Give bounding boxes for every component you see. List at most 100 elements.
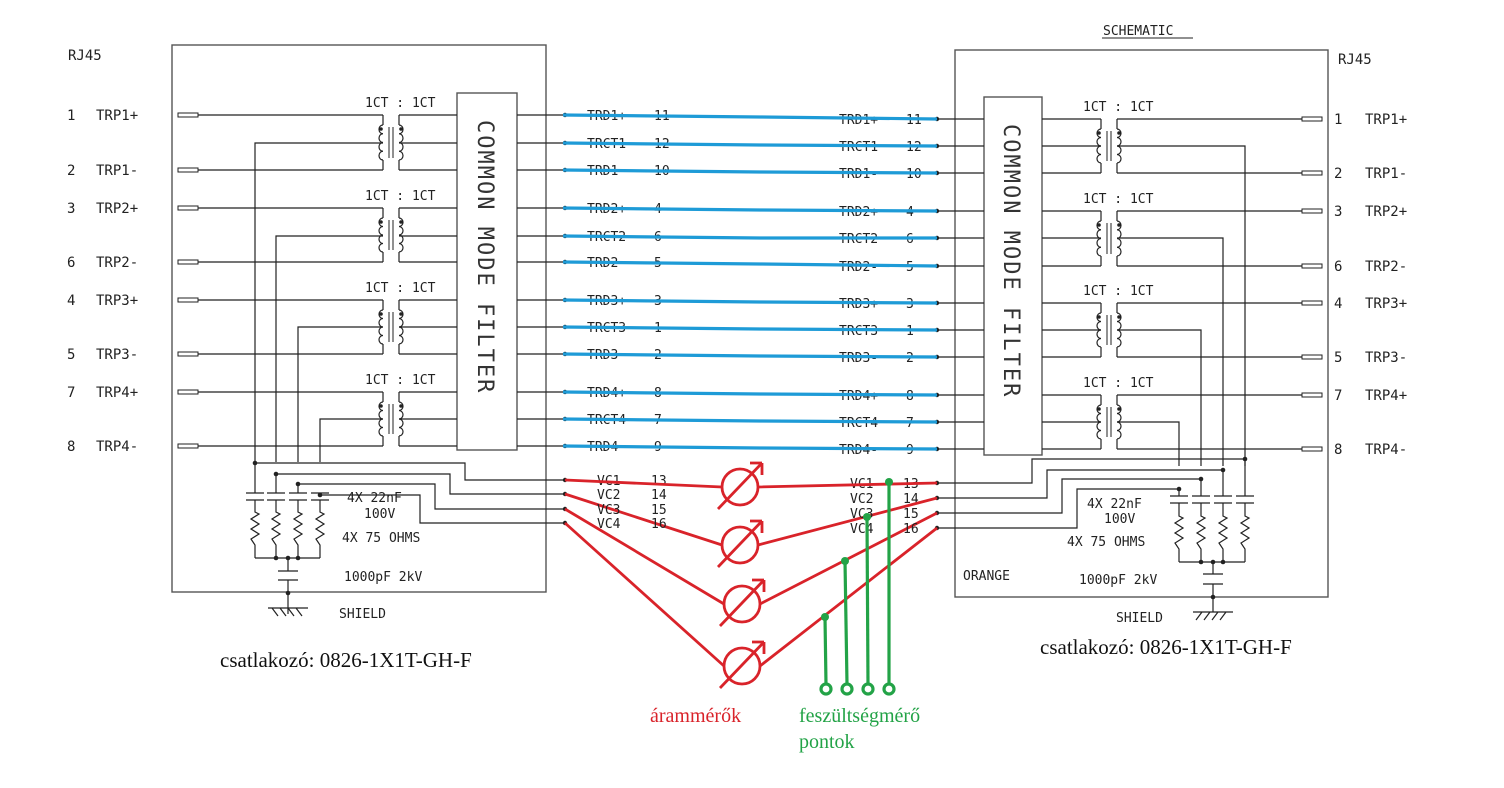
right-pin-name: TRP3+ (1365, 296, 1407, 312)
left-pin-contact (177, 389, 199, 395)
right-signal-pin: 11 (906, 113, 922, 128)
resistor (1217, 503, 1229, 562)
right-pin-contact (1301, 392, 1323, 398)
secondary-winding (1116, 404, 1122, 440)
shield-ground-icon (1193, 611, 1233, 621)
right-vc-pin: 16 (903, 522, 919, 537)
right-signal-pin: 8 (906, 389, 914, 404)
ammeter-arrow (716, 461, 764, 510)
right-signal-pin: 2 (906, 351, 914, 366)
right-pin-name: TRP4- (1365, 442, 1407, 458)
right-caps-voltage: 100V (1104, 512, 1135, 527)
ammeter-line (564, 507, 938, 606)
right-color-note: ORANGE (963, 569, 1010, 584)
resistor (1173, 503, 1185, 562)
right-pin-contact (1301, 354, 1323, 360)
ammeter-arrow (718, 578, 766, 627)
right-pin-contact (1301, 300, 1323, 306)
secondary-winding (1116, 312, 1122, 348)
left-pin-number: 1 (67, 108, 75, 124)
probe-terminal-icon (840, 682, 854, 696)
left-pin-contact (177, 205, 199, 211)
right-connector-caption: csatlakozó: 0826-1X1T-GH-F (1040, 635, 1292, 659)
vc-trace (298, 483, 565, 510)
secondary-winding (398, 217, 404, 253)
right-resistors-label: 4X 75 OHMS (1067, 535, 1145, 550)
left-pin-number: 2 (67, 163, 75, 179)
left-filter-label: COMMON MODE FILTER (472, 120, 497, 394)
right-pin-contact (1301, 263, 1323, 269)
right-signal-pin: 10 (906, 167, 922, 182)
polarity-dot (399, 127, 403, 131)
left-pin-number: 7 (67, 385, 75, 401)
resistor (1239, 503, 1251, 562)
transformer-ratio-label: 1CT : 1CT (1083, 100, 1154, 115)
left-caps-voltage: 100V (364, 507, 395, 522)
secondary-winding (1116, 128, 1122, 164)
center-tap-trace (1117, 421, 1180, 466)
schematic-title: SCHEMATIC (1103, 24, 1173, 39)
polarity-dot (399, 220, 403, 224)
center-tap-trace (319, 418, 383, 462)
secondary-trace (1042, 394, 1101, 450)
ammeter-icon (720, 467, 760, 507)
center-tap-trace (275, 235, 383, 462)
right-pin-name: TRP1+ (1365, 112, 1407, 128)
left-vc-pin: 16 (651, 517, 667, 532)
right-pin-contact (1301, 208, 1323, 214)
polarity-dot (379, 312, 383, 316)
junction-dot (285, 590, 291, 596)
center-tap-trace (1117, 145, 1246, 466)
polarity-dot (1097, 315, 1101, 319)
left-pin-contact (177, 259, 199, 265)
polarity-dot (399, 312, 403, 316)
right-connector-body (954, 49, 1329, 598)
right-signal-name: TRD1- (839, 167, 878, 182)
ammeters (716, 461, 766, 689)
right-pin-name: TRP1- (1365, 166, 1407, 182)
right-vc-pin: 15 (903, 507, 919, 522)
polarity-dot (1097, 131, 1101, 135)
right-signal-name: TRCT3 (839, 324, 878, 339)
left-pin-contact (177, 351, 199, 357)
right-signal-pin: 4 (906, 205, 914, 220)
center-tap-trace (1117, 237, 1224, 466)
data-line-highlight (562, 325, 938, 332)
polarity-dot (1117, 407, 1121, 411)
left-pin-name: TRP3+ (96, 293, 138, 309)
polarity-dot (1117, 131, 1121, 135)
right-signal-name: TRD4- (839, 443, 878, 458)
left-pin-name: TRP1+ (96, 108, 138, 124)
secondary-trace (1042, 118, 1101, 174)
right-common-mode-filter (983, 96, 1043, 456)
data-line-highlight (562, 168, 938, 175)
data-line-highlight (562, 260, 938, 268)
right-signal-name: TRD4+ (839, 389, 878, 404)
primary-winding (1096, 220, 1102, 257)
right-shield-label: SHIELD (1116, 611, 1163, 626)
probe-terminal-icon (861, 682, 875, 696)
left-pin-contact (177, 297, 199, 303)
center-tap-trace (1117, 329, 1202, 466)
shield-ground-icon (268, 607, 308, 617)
transformer-ratio-label: 1CT : 1CT (365, 96, 436, 111)
data-line-highlight (562, 113, 938, 121)
primary-winding (378, 124, 384, 161)
left-vc-pin: 15 (651, 503, 667, 518)
junction-dot (1210, 594, 1216, 600)
data-line-highlight (562, 390, 938, 397)
right-signal-name: TRD2- (839, 260, 878, 275)
capacitor (1214, 495, 1232, 504)
right-caps-label: 4X 22nF (1087, 497, 1142, 512)
left-pin-name: TRP3- (96, 347, 138, 363)
vc-trace (937, 478, 1201, 514)
ammeter-icon (722, 584, 762, 624)
right-pin-number: 4 (1334, 296, 1342, 312)
capacitor (289, 492, 307, 501)
junction-dot (295, 555, 301, 561)
data-line-highlight (562, 417, 938, 424)
vc-trace (255, 462, 565, 481)
polarity-dot (399, 404, 403, 408)
